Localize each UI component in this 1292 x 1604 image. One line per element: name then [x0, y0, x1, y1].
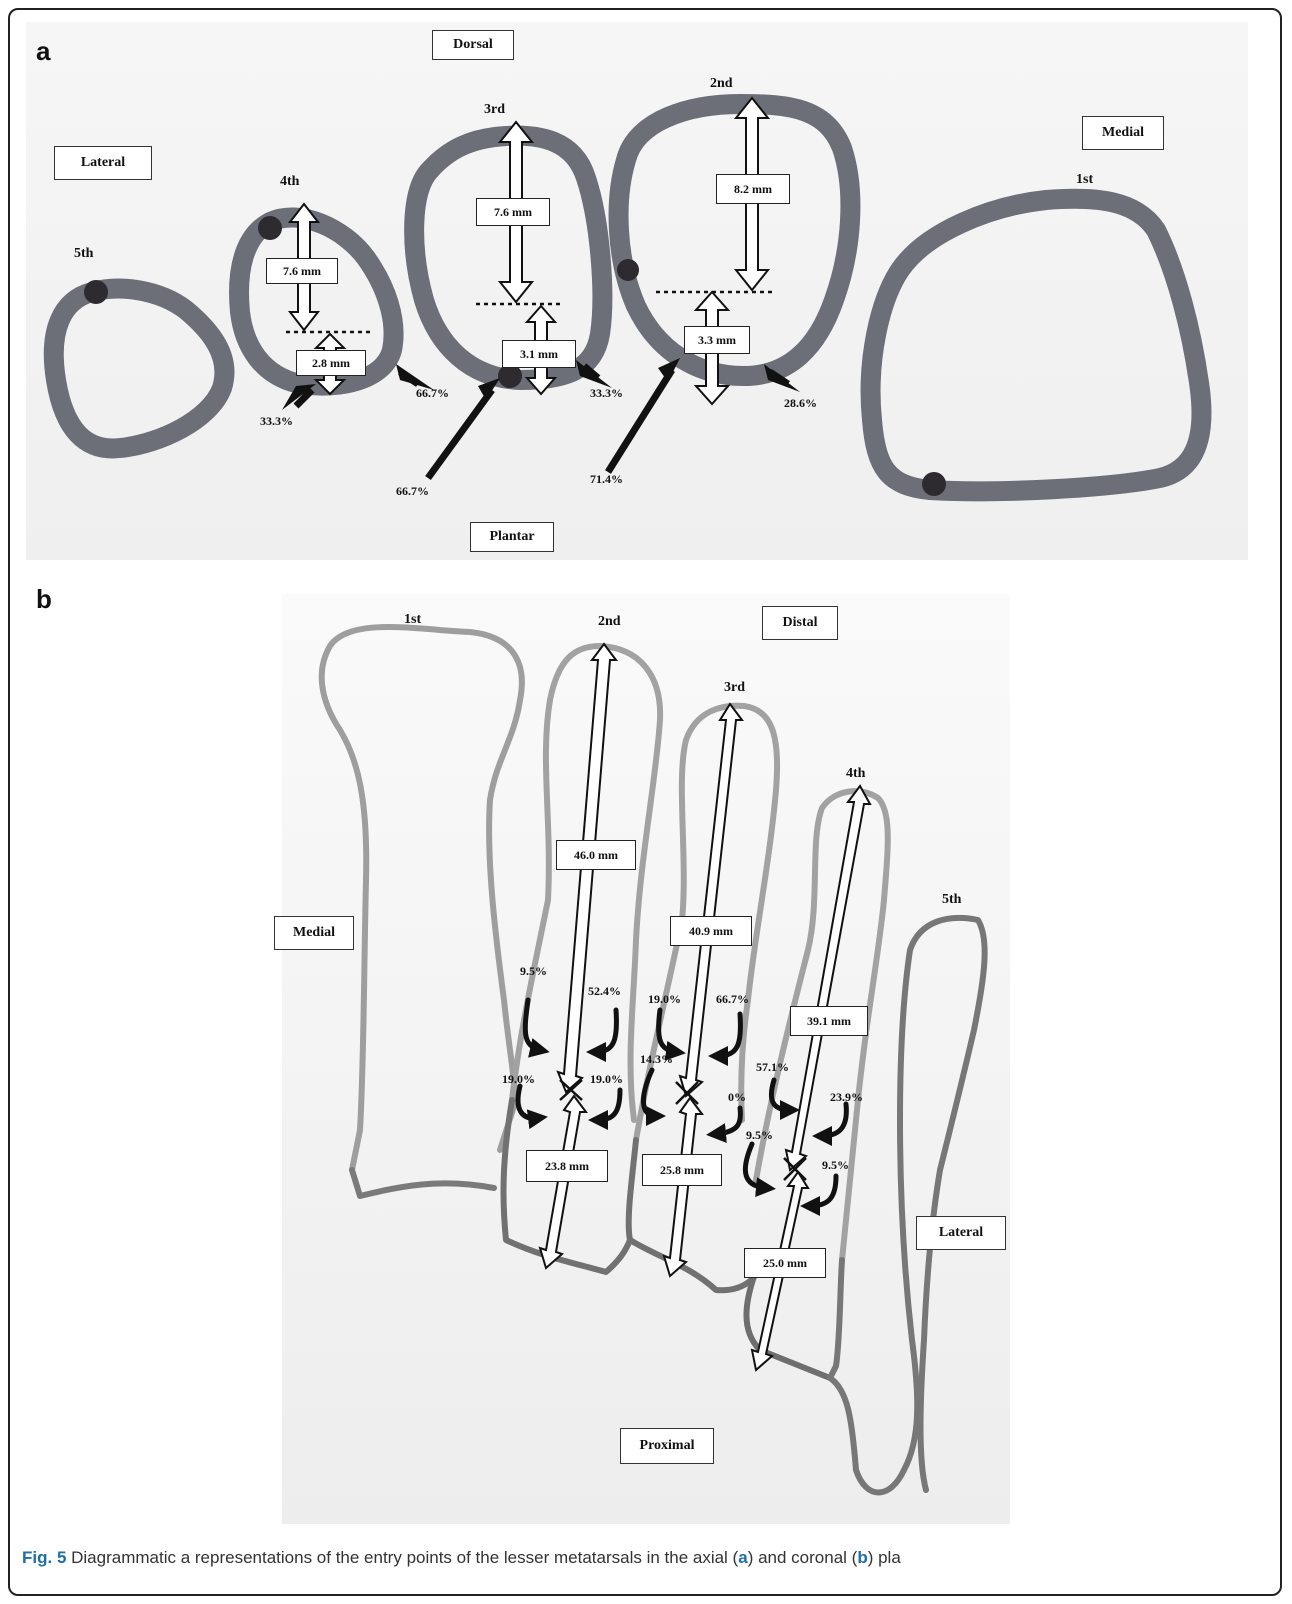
figure-caption: Fig. 5 Diagrammatic a representations of…: [22, 1548, 1272, 1568]
panel-b-4th-distal-measure: 39.1 mm: [790, 1006, 868, 1036]
panel-b-medial-label: Medial: [274, 916, 354, 950]
ring-1st: [871, 199, 1202, 492]
panel-b-label-2nd: 2nd: [598, 614, 621, 630]
caption-text-3: ) pla: [868, 1548, 901, 1567]
panel-a-label-1st: 1st: [1076, 172, 1093, 188]
panel-b-proximal-label: Proximal: [620, 1428, 714, 1464]
panel-b-label-4th: 4th: [846, 766, 865, 782]
panel-a-3rd-right-pct: 33.3%: [590, 386, 623, 401]
panel-a-4th-plantar-measure: 2.8 mm: [296, 350, 366, 376]
panel-a-label-5th: 5th: [74, 246, 93, 262]
panel-a-label-4th: 4th: [280, 174, 299, 190]
panel-a-3rd-plantar-measure: 3.1 mm: [502, 340, 576, 368]
caption-panel-a-ref: a: [738, 1548, 747, 1567]
panel-b-2nd-ll-pct: 19.0%: [502, 1072, 535, 1087]
panel-a-2nd-dorsal-measure: 8.2 mm: [716, 174, 790, 204]
panel-a-plantar-label: Plantar: [470, 522, 554, 552]
panel-a-dorsal-label: Dorsal: [432, 30, 514, 60]
panel-b-2nd-ul-pct: 9.5%: [520, 964, 547, 979]
panel-b-4th-ur-pct: 23.9%: [830, 1090, 863, 1105]
panel-b-2nd-distal-measure: 46.0 mm: [556, 840, 636, 870]
panel-a-4th-left-pct: 33.3%: [260, 414, 293, 429]
panel-b-2nd-ur-pct: 52.4%: [588, 984, 621, 999]
panel-a-2nd-left-pct: 71.4%: [590, 472, 623, 487]
panel-a-2nd-plantar-measure: 3.3 mm: [684, 326, 750, 354]
panel-b-3rd-proximal-measure: 25.8 mm: [642, 1154, 722, 1186]
panel-b-lateral-label: Lateral: [916, 1216, 1006, 1250]
panel-b-2nd-lr-pct: 19.0%: [590, 1072, 623, 1087]
caption-text-1: Diagrammatic a representations of the en…: [66, 1548, 738, 1567]
panel-b-label-1st: 1st: [404, 612, 421, 628]
panel-b-3rd-distal-measure: 40.9 mm: [670, 916, 752, 946]
panel-b-3rd-ur-pct: 66.7%: [716, 992, 749, 1007]
panel-a-3rd-left-pct: 66.7%: [396, 484, 429, 499]
panel-a-2nd-right-pct: 28.6%: [784, 396, 817, 411]
panel-a-label-2nd: 2nd: [710, 76, 733, 92]
ring-5th: [54, 289, 225, 449]
panel-b-3rd-lr-pct: 0%: [728, 1090, 746, 1105]
caption-figure-number: Fig. 5: [22, 1548, 66, 1567]
caption-panel-b-ref: b: [857, 1548, 867, 1567]
panel-a-lateral-label: Lateral: [54, 146, 152, 180]
panel-b-4th-ll-pct: 9.5%: [746, 1128, 773, 1143]
panel-b-3rd-ll-pct: 14.3%: [640, 1052, 673, 1067]
panel-b-4th-lr-pct: 9.5%: [822, 1158, 849, 1173]
panel-a-4th-dorsal-measure: 7.6 mm: [266, 258, 338, 284]
panel-a-4th-right-pct: 66.7%: [416, 386, 449, 401]
panel-b-3rd-ul-pct: 19.0%: [648, 992, 681, 1007]
panel-a-medial-label: Medial: [1082, 116, 1164, 150]
panel-b-4th-ul-pct: 57.1%: [756, 1060, 789, 1075]
panel-b-label-3rd: 3rd: [724, 680, 745, 696]
panel-a-label-3rd: 3rd: [484, 102, 505, 118]
panel-b-4th-proximal-measure: 25.0 mm: [744, 1248, 826, 1278]
panel-b-2nd-proximal-measure: 23.8 mm: [526, 1150, 608, 1182]
panel-b-label-5th: 5th: [942, 892, 961, 908]
caption-text-2: ) and coronal (: [748, 1548, 858, 1567]
panel-a-3rd-dorsal-measure: 7.6 mm: [476, 198, 550, 226]
panel-b-distal-label: Distal: [762, 606, 838, 640]
